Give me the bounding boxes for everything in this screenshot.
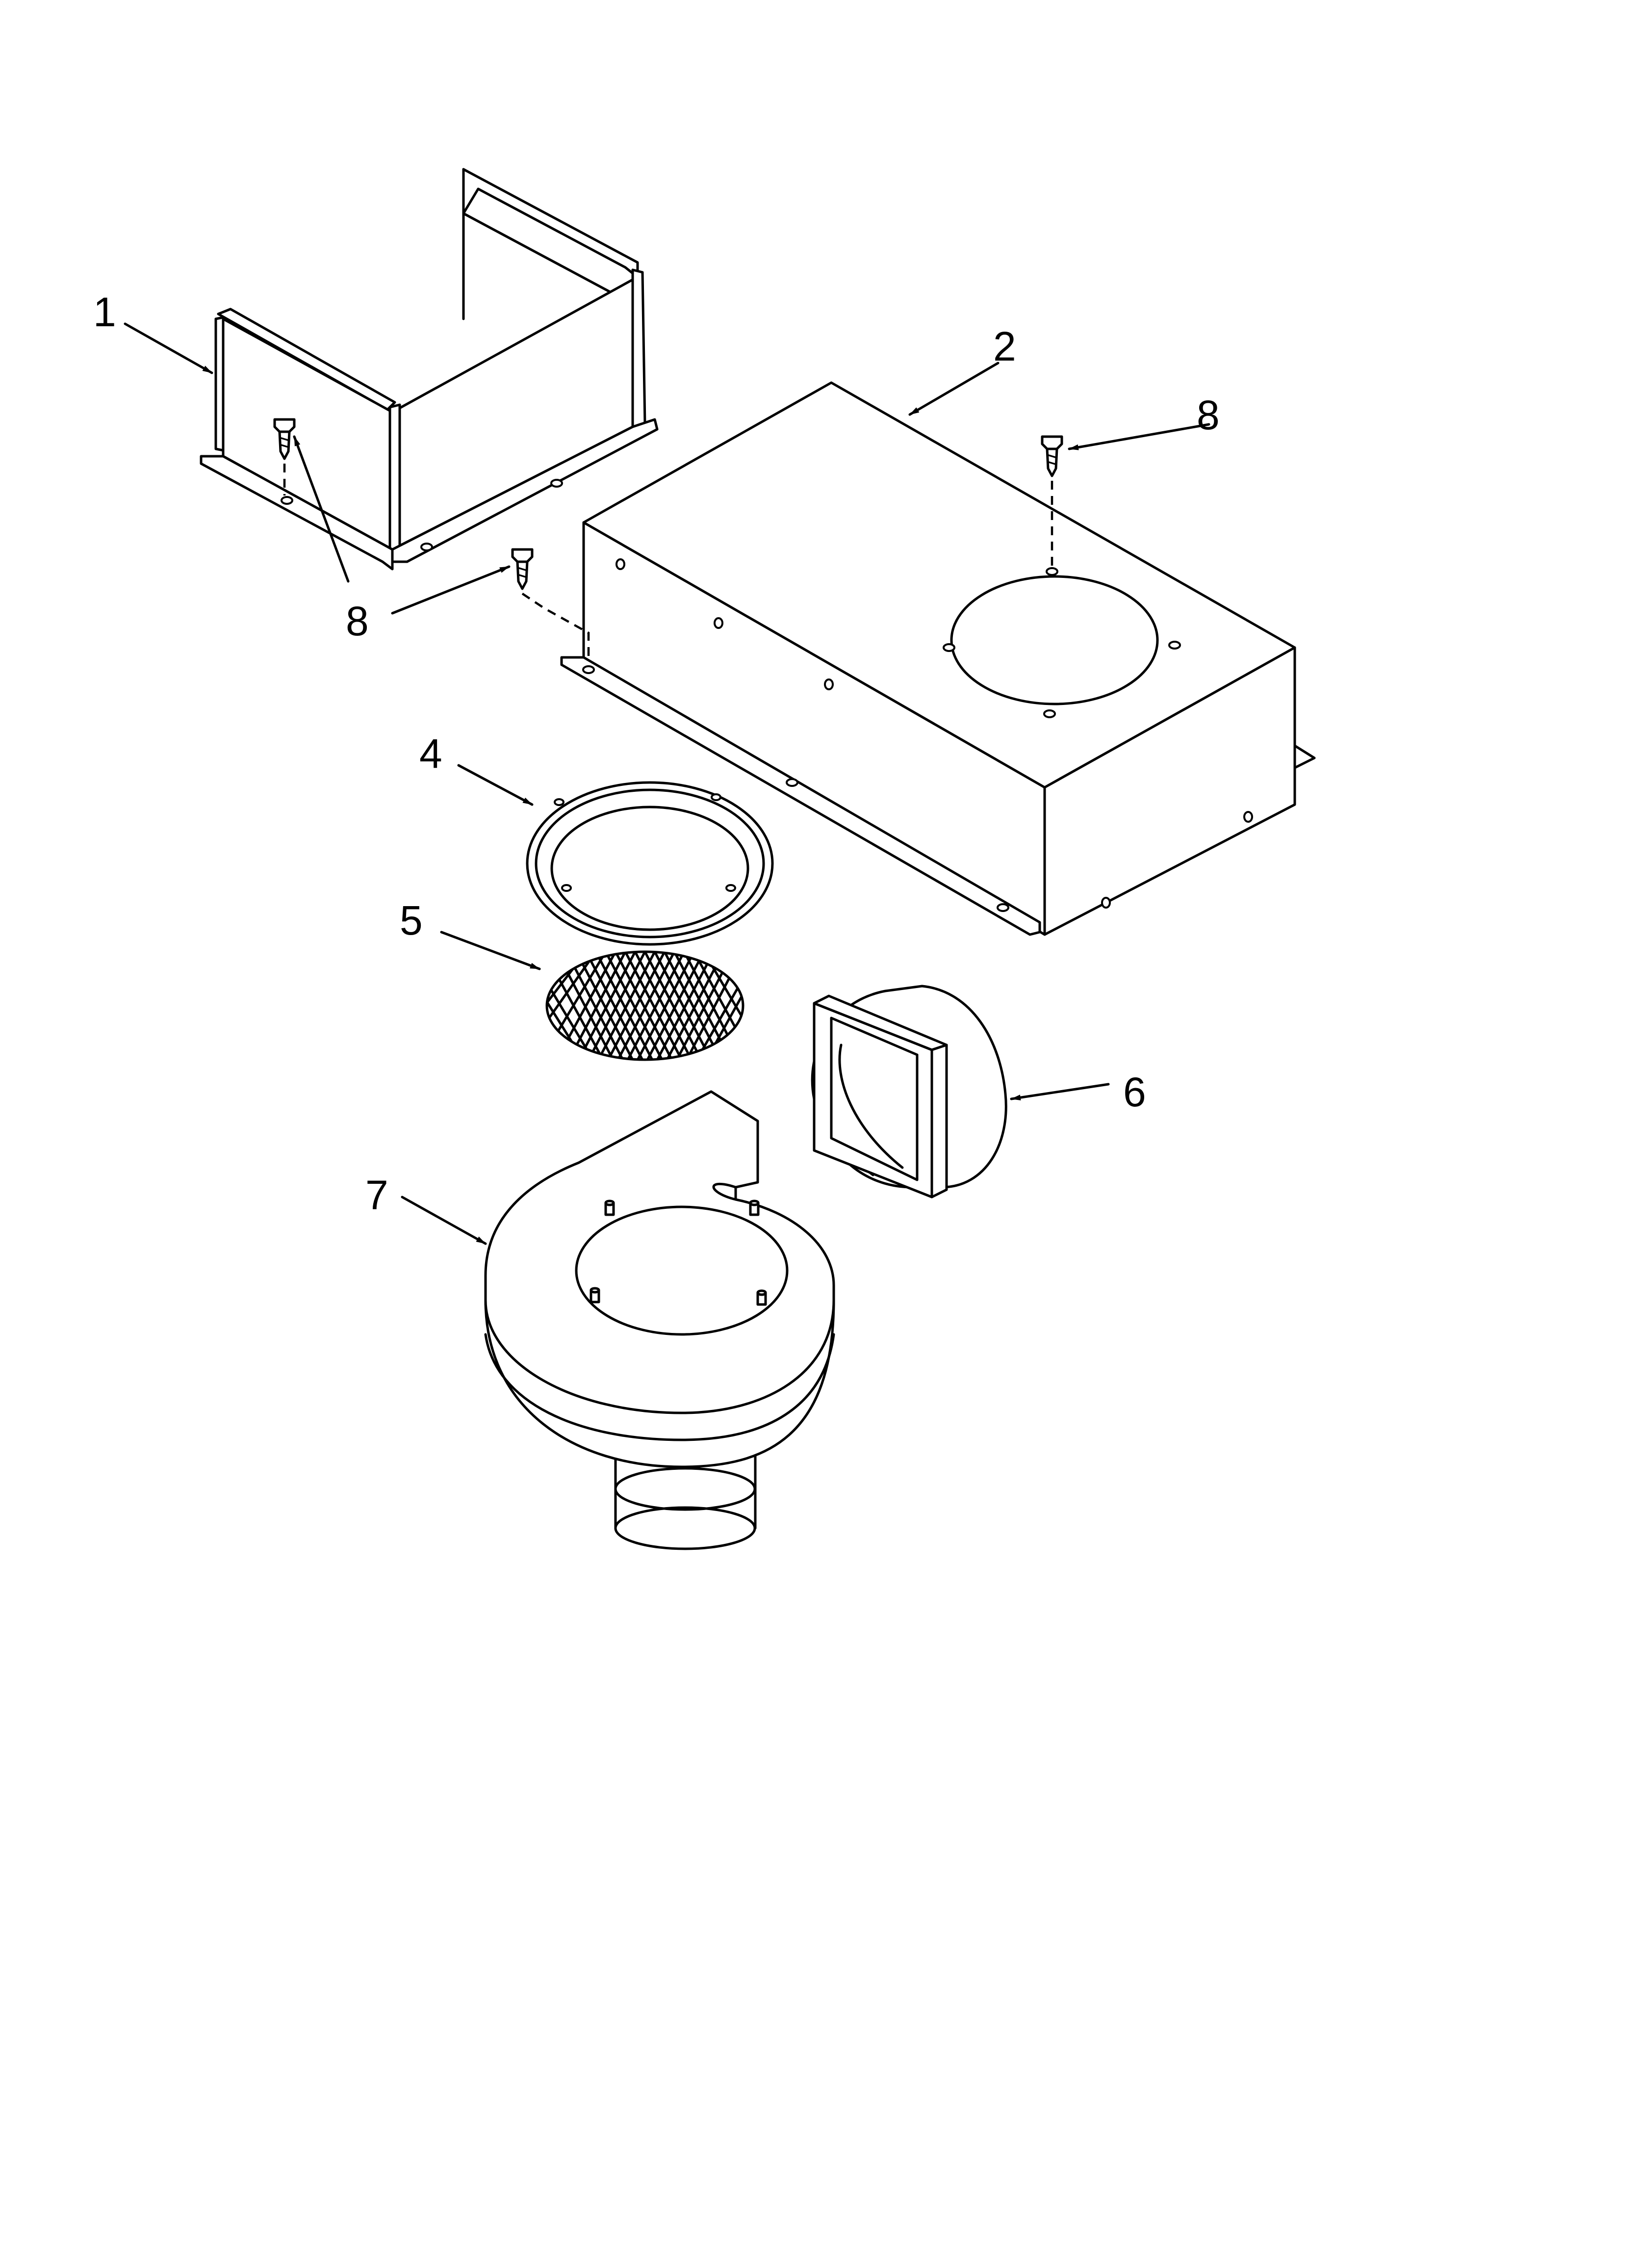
leader-1 [124,322,213,374]
screw-housing-left [511,548,590,660]
leader-lines [124,322,1210,1245]
leader-7 [401,1196,487,1245]
duct-transition-bracket [200,168,659,571]
callout-5: 5 [400,897,423,943]
leader-5 [440,931,541,970]
leader-8-left-a [293,435,350,583]
duct-adapter [811,985,1007,1199]
screw-housing-right [1041,435,1063,576]
screw-bracket [273,418,296,495]
callout-4: 4 [419,730,442,777]
callout-6: 6 [1123,1069,1146,1115]
callout-labels: 1 2 8 8 4 5 6 7 [93,289,1220,1218]
callout-1: 1 [93,289,116,335]
leader-6 [1010,1083,1110,1101]
callout-7: 7 [365,1172,388,1218]
blower-housing [560,381,1316,936]
leader-8-left-b [391,565,511,615]
callout-8-left: 8 [346,598,369,644]
filter-mesh [545,950,744,1061]
leader-8-right [1068,423,1210,450]
callout-2: 2 [993,323,1016,369]
leader-4 [457,764,534,806]
callout-8-right: 8 [1197,392,1220,438]
leader-2 [908,362,1000,416]
blower-motor [484,1090,835,1550]
mounting-ring [526,781,774,946]
